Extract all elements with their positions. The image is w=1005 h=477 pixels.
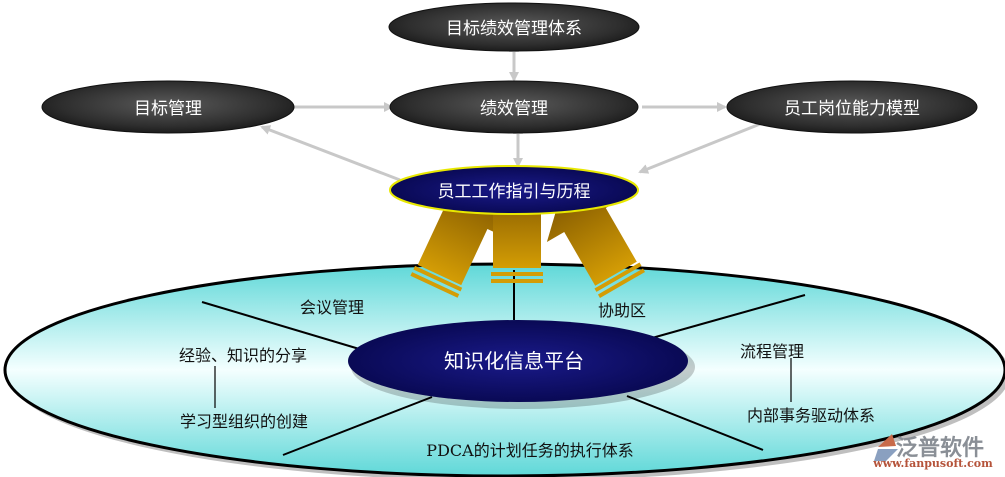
watermark-brand: 泛普软件: [896, 435, 984, 461]
area-internal-drive: 内部事务驱动体系: [747, 406, 875, 425]
connectors: [260, 42, 761, 182]
area-experience: 经验、知识的分享: [179, 346, 307, 365]
node-goal-label: 目标管理: [134, 99, 202, 119]
node-system-label: 目标绩效管理体系: [446, 19, 582, 39]
brand-logo-icon: [874, 434, 898, 461]
node-performance[interactable]: 绩效管理: [389, 80, 639, 134]
area-assist: 协助区: [598, 301, 646, 320]
platform-dividers: [201, 270, 806, 456]
area-pdca: PDCA的计划任务的执行体系: [426, 441, 633, 460]
connector-guide-goal: [260, 125, 401, 182]
node-competency[interactable]: 员工岗位能力模型: [726, 80, 978, 134]
node-competency-label: 员工岗位能力模型: [784, 99, 920, 119]
node-goal[interactable]: 目标管理: [41, 80, 295, 134]
node-platform-center[interactable]: 知识化信息平台: [348, 320, 695, 409]
node-system[interactable]: 目标绩效管理体系: [388, 2, 640, 52]
divider-lower-left: [282, 396, 433, 456]
connector-competency-guide: [638, 122, 761, 174]
area-learning-org: 学习型组织的创建: [180, 412, 308, 431]
node-guide[interactable]: 员工工作指引与历程: [389, 165, 639, 215]
area-meeting: 会议管理: [300, 298, 364, 317]
platform-center-label: 知识化信息平台: [444, 349, 584, 373]
area-process: 流程管理: [740, 342, 804, 361]
watermark-url: www.fanpusoft.com: [872, 457, 993, 470]
watermark: 泛普软件 www.fanpusoft.com: [872, 434, 993, 470]
divider-upper-right: [651, 294, 806, 339]
divider-lower-right: [626, 395, 764, 451]
divider-upper-left: [201, 301, 367, 352]
node-guide-label: 员工工作指引与历程: [438, 182, 591, 202]
node-performance-label: 绩效管理: [480, 99, 548, 119]
